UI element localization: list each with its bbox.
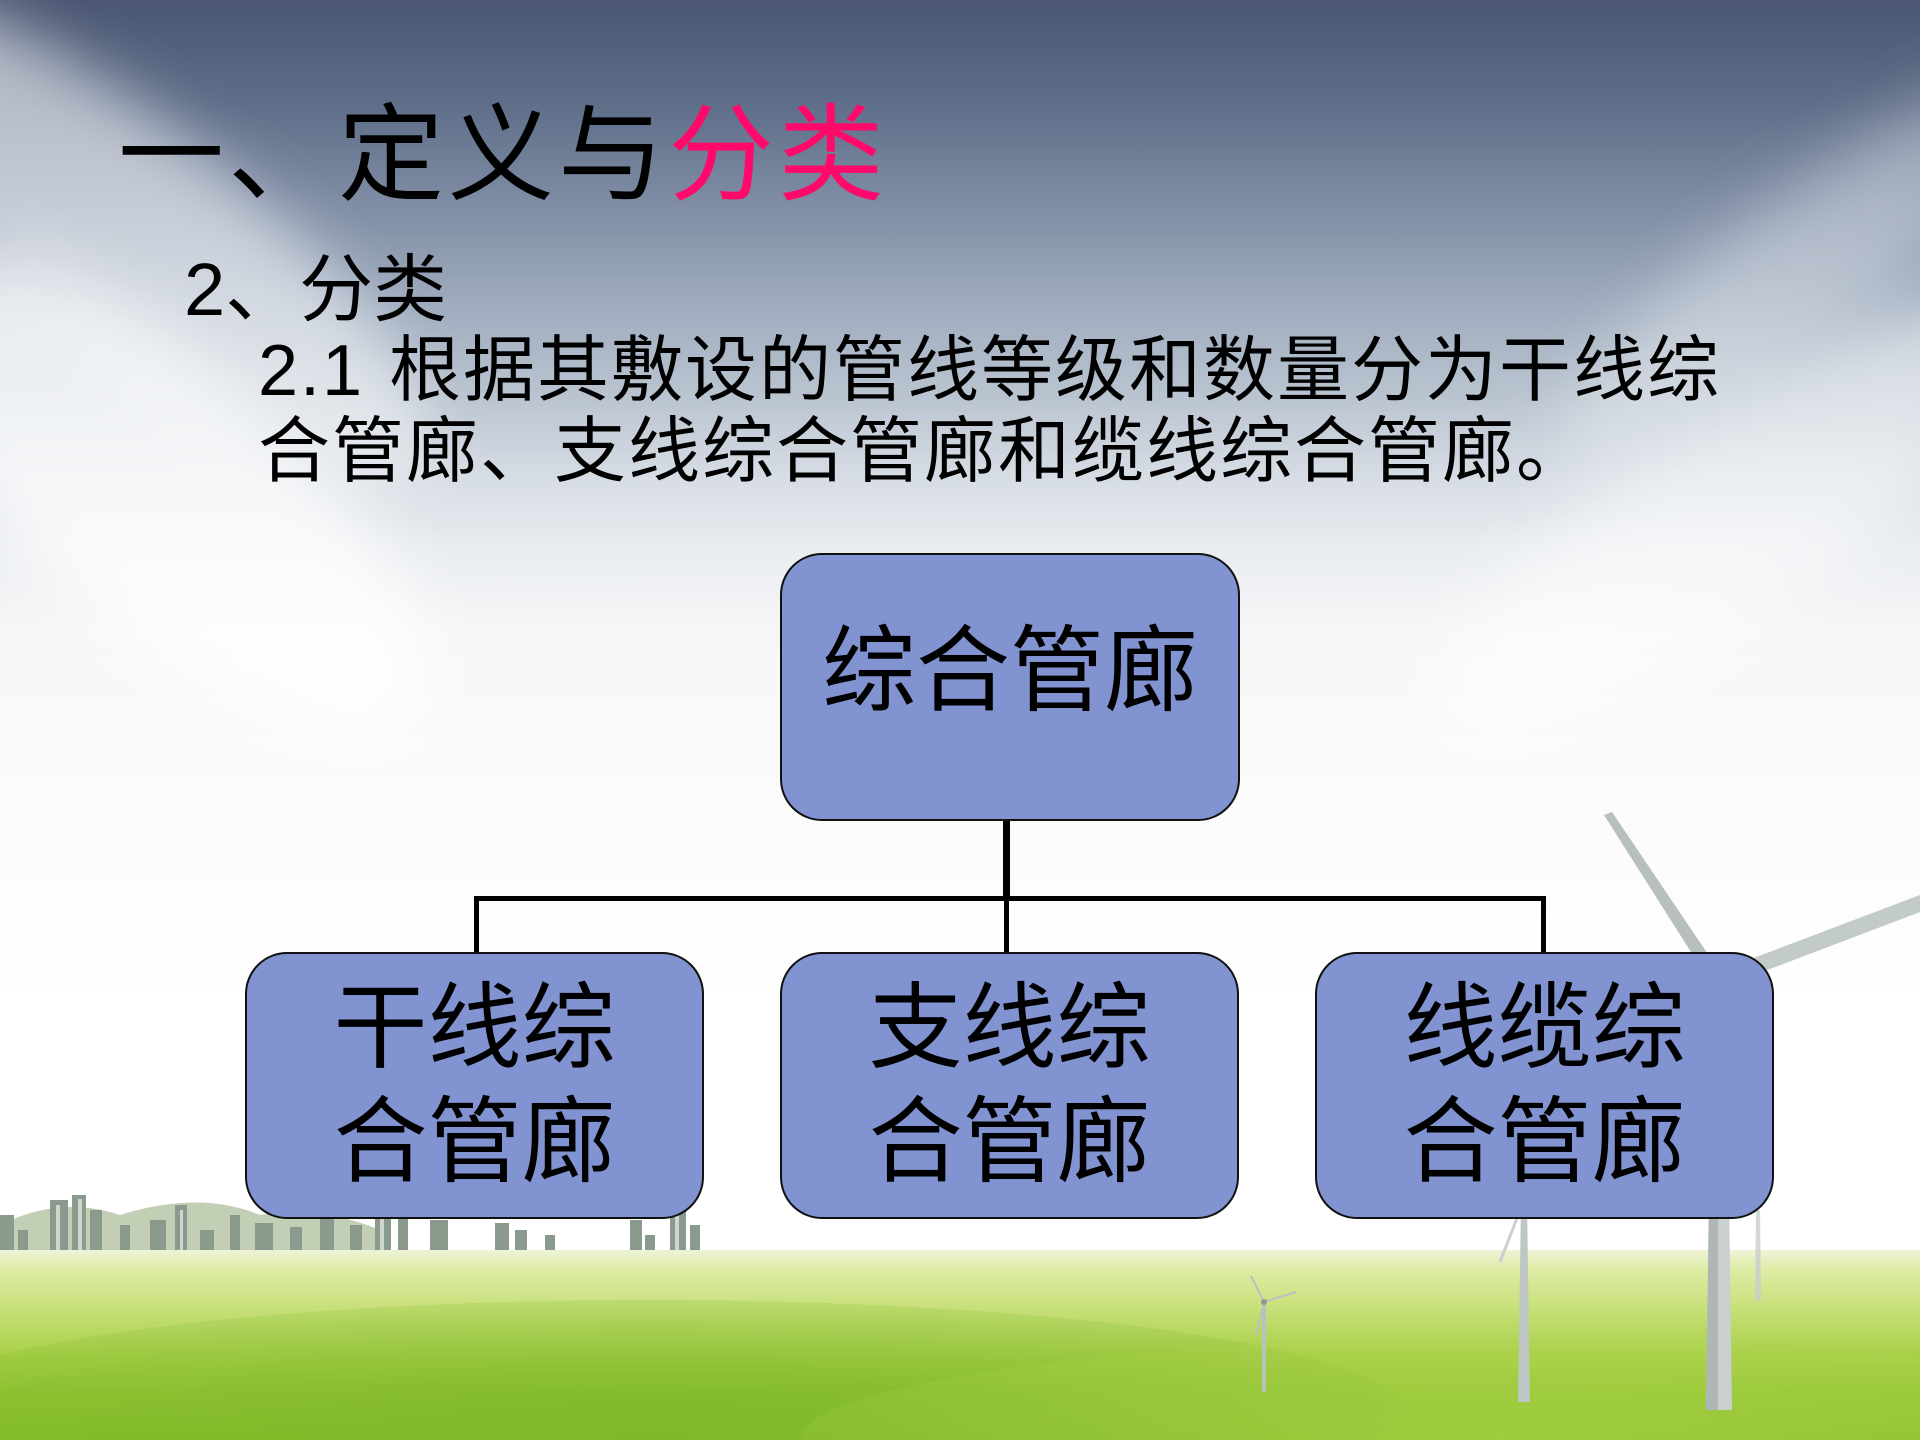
body-paragraph: 2.1 根据其敷设的管线等级和数量分为干线综合管廊、支线综合管廊和缆线综合管廊。 (258, 330, 1758, 491)
section-number: 2、 (184, 248, 300, 331)
connector-mid-vertical (1004, 896, 1009, 954)
diagram-node-branch: 支线综合管廊 (780, 952, 1239, 1219)
section-heading-text: 分类 (299, 247, 448, 333)
title-prefix: 一、定义与 (118, 94, 668, 217)
diagram-node-root: 综合管廊 (780, 553, 1240, 821)
diagram-node-label: 干线综合管廊 (333, 973, 616, 1197)
connector-root-vertical (1003, 819, 1010, 901)
diagram-node-cable: 线缆综合管廊 (1315, 952, 1774, 1219)
slide-title: 一、定义与分类 (118, 86, 888, 226)
diagram-node-label: 综合管廊 (821, 617, 1198, 726)
connector-right-vertical (1541, 896, 1546, 954)
connector-left-vertical (474, 896, 479, 954)
section-heading: 2、分类 (184, 240, 447, 340)
title-accent: 分类 (668, 94, 888, 217)
diagram-node-label: 线缆综合管廊 (1403, 973, 1686, 1197)
diagram-node-label: 支线综合管廊 (868, 973, 1151, 1197)
paragraph-text: 根据其敷设的管线等级和数量分为干线综合管廊、支线综合管廊和缆线综合管廊。 (258, 328, 1721, 493)
diagram-node-trunk: 干线综合管廊 (245, 952, 704, 1219)
connector-horizontal (474, 896, 1546, 901)
paragraph-number: 2.1 (258, 331, 365, 411)
